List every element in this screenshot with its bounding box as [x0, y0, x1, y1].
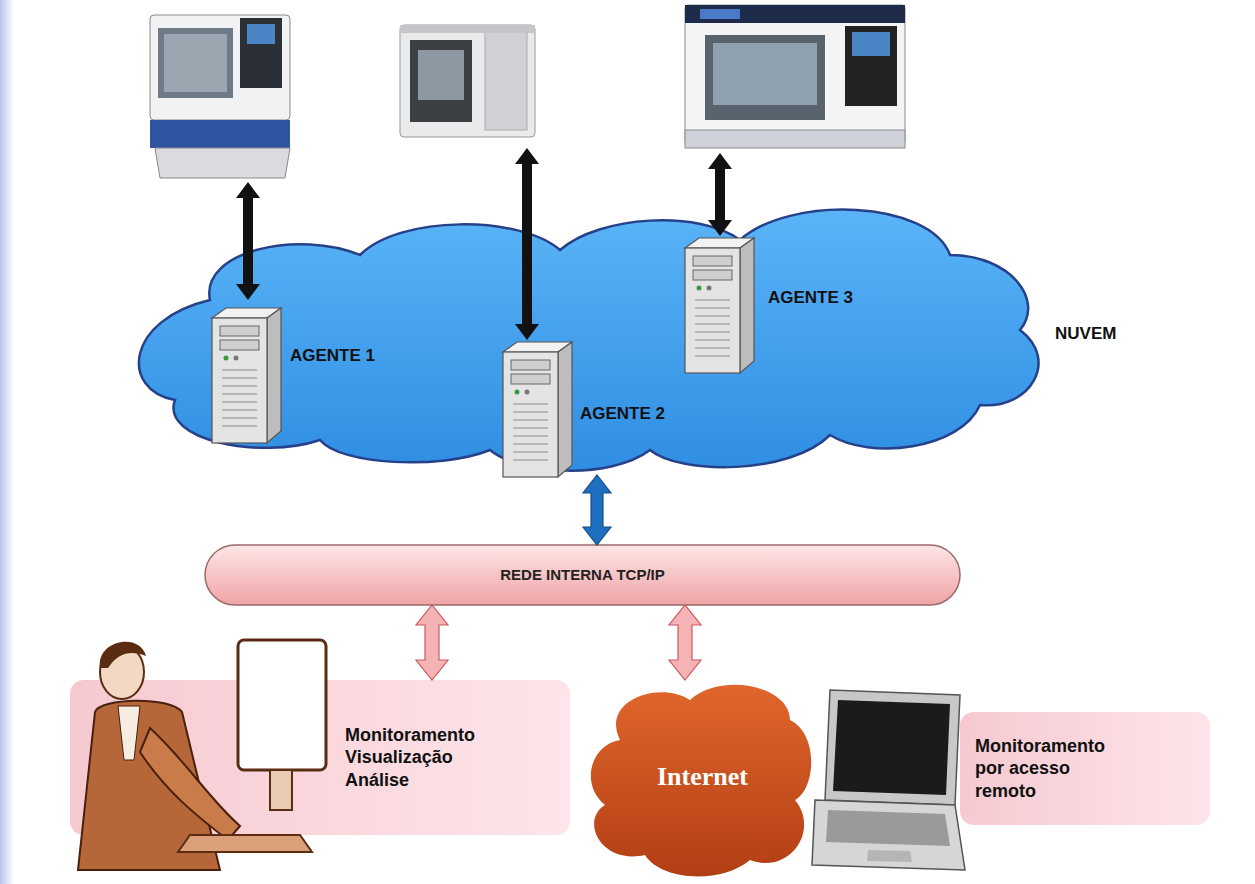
operator-shirt [118, 706, 140, 760]
double-arrow-connector [416, 605, 448, 680]
agent-label-text: AGENTE 2 [580, 403, 665, 424]
remote-access-box: Monitoramento por acesso remoto [960, 712, 1210, 825]
control-panel [240, 18, 282, 88]
machine-base [685, 130, 905, 148]
control-screen [247, 24, 275, 44]
operator-hair [100, 642, 146, 668]
operator-figure [78, 640, 326, 870]
network-band: REDE INTERNA TCP/IP [205, 545, 960, 605]
monitoring-box: Monitoramento Visualização Análise [70, 680, 570, 835]
machine-window [164, 34, 227, 92]
double-arrow-connector [583, 475, 611, 545]
machine-body [685, 5, 905, 145]
agent-label-text: AGENTE 1 [290, 345, 375, 366]
server-tower [685, 238, 754, 373]
cloud-region-text: NUVEM [1055, 323, 1138, 344]
laptop-lid [825, 690, 960, 805]
cnc-turning-center [400, 25, 535, 137]
agent-label: AGENTE 1 [290, 345, 375, 366]
remote-box-shape [960, 712, 1210, 825]
control-panel [845, 26, 897, 106]
machine-band [150, 120, 290, 148]
machine-side-panel [485, 30, 527, 130]
monitor-stand [270, 770, 292, 810]
server-tower [503, 342, 572, 477]
monitoring-box-text: Monitoramento Visualização Análise [345, 724, 475, 792]
laptop-base [812, 800, 965, 870]
agent-label: AGENTE 2 [580, 403, 665, 424]
machine-top-strip [685, 5, 905, 23]
cnc-lathe [150, 15, 290, 178]
machine-body [150, 15, 290, 120]
server-tower [212, 308, 281, 443]
machine-door [410, 40, 472, 122]
laptop [812, 690, 965, 870]
cloud-region: NUVEM AGENTE 1 AGENTE 2 AGENTE 3 [130, 195, 1138, 475]
machine-door [158, 28, 233, 98]
machine-top [400, 25, 535, 33]
laptop-screen [833, 700, 950, 795]
machine-base [155, 148, 290, 178]
remote-access-box-text: Monitoramento por acesso remoto [975, 735, 1125, 803]
operator-arm [140, 728, 240, 840]
cnc-milling-machine [685, 5, 905, 148]
keyboard [178, 835, 312, 852]
laptop-keyboard [826, 810, 950, 846]
agent-label: AGENTE 3 [768, 287, 853, 308]
machine-badge [700, 9, 740, 19]
machine-link-arrow [515, 148, 539, 340]
network-band-text: REDE INTERNA TCP/IP [500, 566, 664, 585]
laptop-touchpad [867, 850, 912, 862]
machine-body [400, 25, 535, 137]
page-edge-strip [0, 0, 14, 884]
machine-link-arrow [236, 182, 260, 300]
machine-door [705, 35, 825, 120]
monitor [238, 640, 326, 770]
network-band-shape [205, 545, 960, 605]
machine-window [418, 50, 464, 100]
internet-cloud-text: Internet [657, 761, 748, 794]
internet-cloud-shape [591, 685, 811, 877]
control-screen [852, 32, 890, 56]
agent-label-text: AGENTE 3 [768, 287, 853, 308]
internet-cloud: Internet [590, 680, 815, 875]
machine-link-arrow [708, 153, 732, 236]
machine-window [713, 43, 817, 105]
double-arrow-connector [669, 605, 701, 680]
cloud-shape [139, 210, 1039, 471]
